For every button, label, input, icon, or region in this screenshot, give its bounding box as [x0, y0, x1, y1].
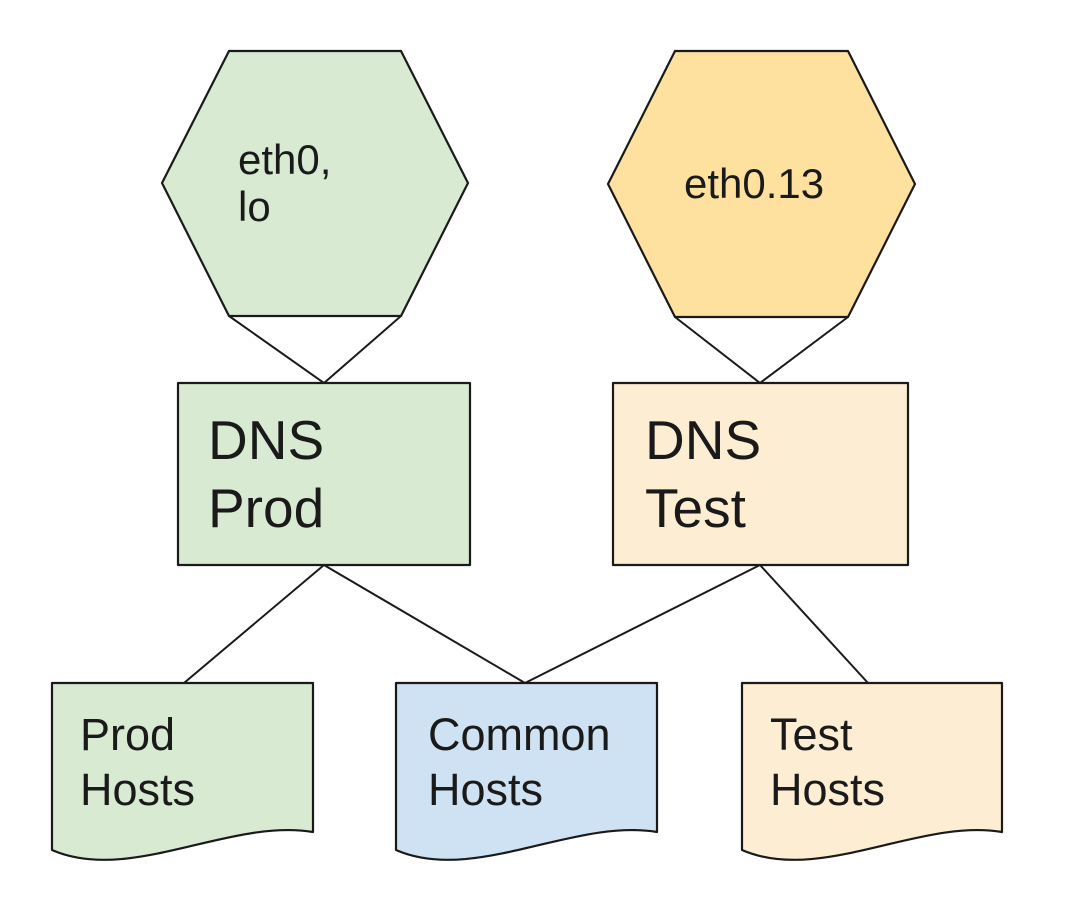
iface-prod-hexagon [160, 49, 470, 318]
dns-test-rectangle [611, 381, 910, 567]
edge-dns-test-to-common-hosts [524, 564, 761, 684]
iface-prod-label: eth0, lo [238, 136, 332, 230]
test-hosts-label: Test Hosts [770, 709, 886, 815]
common-hosts-document [394, 681, 659, 861]
prod-hosts-label: Prod Hosts [80, 709, 196, 815]
edge-iface-prod-to-dns-prod-right [323, 315, 402, 384]
iface-test-label: eth0.13 [684, 160, 825, 207]
test-hosts-document [740, 681, 1004, 861]
prod-hosts-document [50, 681, 315, 861]
edge-iface-test-to-dns-test-left [674, 316, 761, 384]
edge-dns-prod-to-prod-hosts [183, 564, 325, 684]
edge-dns-prod-to-common-hosts [323, 564, 526, 684]
iface-test-hexagon [606, 49, 917, 319]
common-hosts-label: Common Hosts [428, 709, 611, 815]
edge-dns-test-to-test-hosts [759, 564, 869, 684]
edge-iface-test-to-dns-test-right [759, 316, 849, 384]
dns-test-label: DNS Test [645, 409, 762, 539]
dns-prod-rectangle [176, 381, 472, 567]
dns-prod-label: DNS Prod [208, 409, 325, 539]
edge-iface-prod-to-dns-prod-left [228, 315, 325, 384]
